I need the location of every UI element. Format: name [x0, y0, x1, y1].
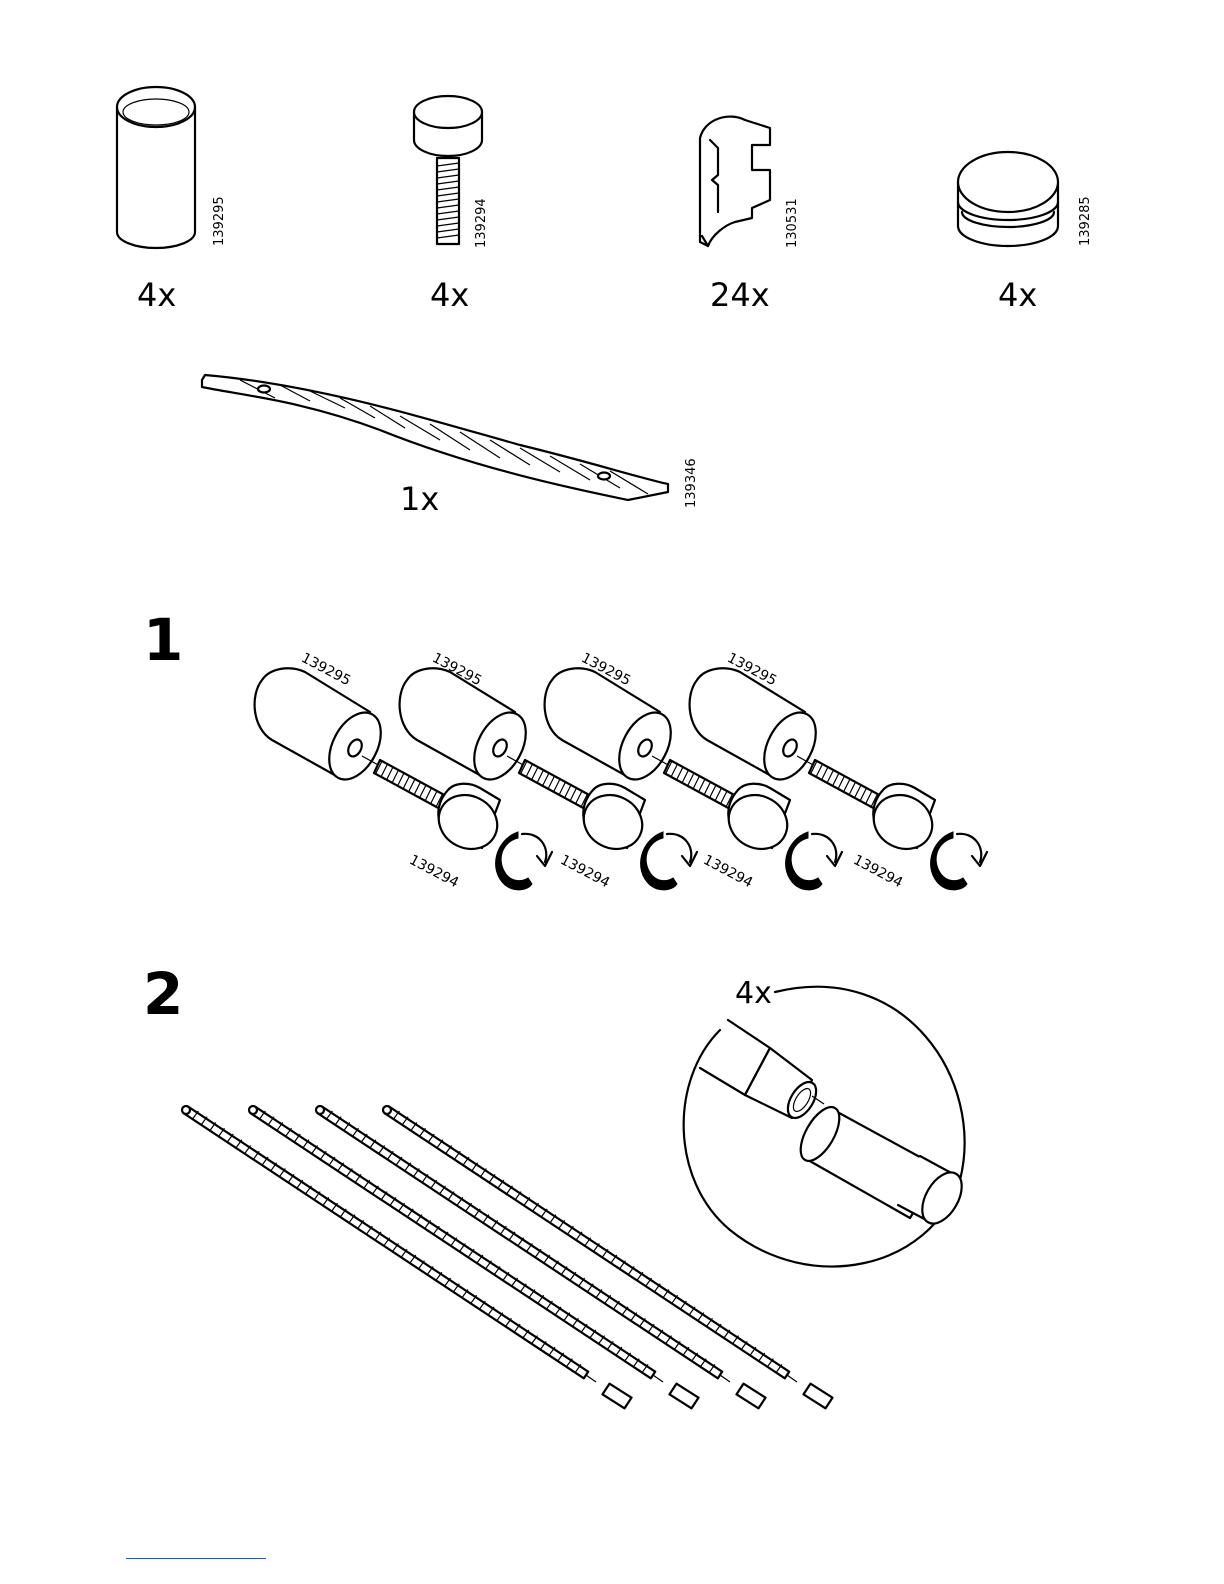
rod — [316, 1106, 766, 1408]
rotate-arrow-curve — [522, 834, 546, 862]
part-number: 139295 — [212, 196, 227, 246]
step-number: 2 — [143, 960, 183, 1028]
sleeve-icon — [117, 87, 195, 248]
rotate-arrow-curve — [957, 834, 981, 862]
rod — [383, 1106, 833, 1408]
step1-assemblies — [255, 668, 987, 890]
step1-assembly — [690, 668, 987, 890]
rod — [182, 1106, 632, 1408]
rotate-arrow-icon — [641, 832, 677, 890]
footer-rule — [126, 1558, 266, 1559]
rotate-arrow-icon — [931, 832, 967, 890]
rotate-arrow-curve — [667, 834, 691, 862]
part-quantity: 1x — [400, 480, 439, 518]
part-number: 139294 — [474, 198, 489, 248]
rod-connector — [736, 1384, 765, 1409]
rotate-arrow-head — [537, 852, 552, 866]
detail-magnifier — [684, 987, 970, 1267]
part-quantity: 4x — [137, 276, 176, 314]
rotate-arrow-head — [827, 852, 842, 866]
detail-quantity: 4x — [735, 976, 772, 1011]
part-number: 139346 — [684, 458, 699, 508]
rotate-arrow-curve — [812, 834, 836, 862]
rod-guide — [586, 1375, 596, 1382]
rod-connector — [803, 1384, 832, 1409]
foot-cap-icon — [958, 152, 1058, 246]
bolt-thread — [809, 760, 883, 810]
bolt-thread — [519, 760, 593, 810]
part-quantity: 24x — [710, 276, 770, 314]
rotate-arrow-head — [682, 852, 697, 866]
part-number: 130531 — [785, 198, 800, 248]
part-number: 139285 — [1078, 196, 1093, 246]
rotate-arrow-icon — [496, 832, 532, 890]
rod-guide — [787, 1375, 797, 1382]
clip-icon — [700, 117, 770, 246]
bolt-thread — [664, 760, 738, 810]
rotate-arrow-head — [972, 852, 987, 866]
rod-end — [182, 1106, 190, 1114]
step2-rods — [182, 1106, 833, 1408]
part-quantity: 4x — [430, 276, 469, 314]
rod-guide — [720, 1375, 730, 1382]
rod-guide — [653, 1375, 663, 1382]
rod-end — [249, 1106, 257, 1114]
rotate-arrow-icon — [786, 832, 822, 890]
rod-connector — [602, 1384, 631, 1409]
rod — [249, 1106, 699, 1408]
step-number: 1 — [143, 606, 183, 674]
bolt-knob-icon — [414, 96, 482, 244]
bolt-thread — [374, 760, 448, 810]
rod-end — [316, 1106, 324, 1114]
part-quantity: 4x — [998, 276, 1037, 314]
rod-connector — [669, 1384, 698, 1409]
rod-end — [383, 1106, 391, 1114]
